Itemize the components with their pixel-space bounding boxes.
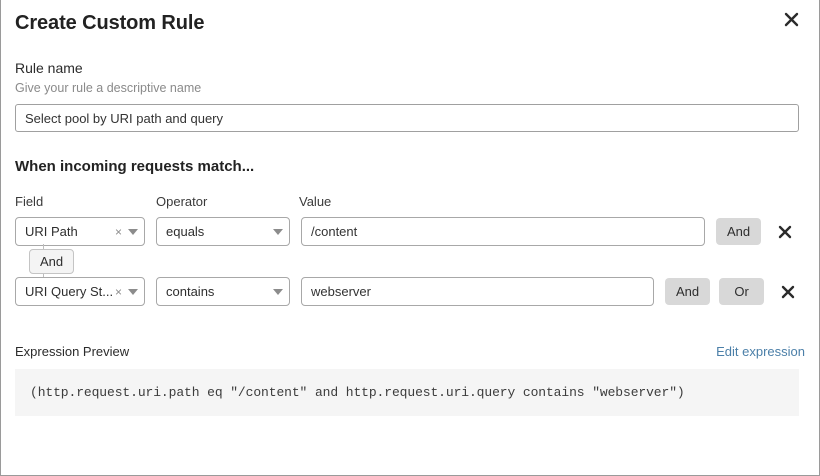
logic-connector: And bbox=[15, 244, 805, 279]
close-button[interactable] bbox=[778, 6, 804, 32]
and-button-1[interactable]: And bbox=[716, 218, 762, 245]
rule-name-label: Rule name bbox=[15, 60, 83, 76]
column-header-value: Value bbox=[299, 194, 332, 209]
expression-preview-section: Expression Preview Edit expression (http… bbox=[15, 343, 805, 416]
column-header-operator: Operator bbox=[156, 194, 208, 209]
operator-select-2[interactable]: contains bbox=[156, 277, 290, 306]
condition-rows: URI Path × equals And bbox=[15, 216, 805, 307]
condition-row: URI Query St... × contains And Or bbox=[15, 276, 805, 307]
field-select-1[interactable]: URI Path × bbox=[15, 217, 145, 246]
rule-name-section: Rule name Give your rule a descriptive n… bbox=[15, 59, 805, 132]
delete-condition-button-1[interactable] bbox=[774, 221, 796, 243]
match-section-heading: When incoming requests match... bbox=[15, 158, 255, 175]
value-input-2[interactable] bbox=[301, 277, 654, 306]
condition-row: URI Path × equals And bbox=[15, 216, 805, 247]
operator-select-2-value: contains bbox=[166, 284, 215, 299]
chevron-down-icon bbox=[128, 228, 138, 235]
dialog-header: Create Custom Rule bbox=[15, 0, 805, 45]
edit-expression-link[interactable]: Edit expression bbox=[716, 344, 805, 359]
delete-icon bbox=[778, 225, 792, 239]
and-button-2[interactable]: And bbox=[665, 278, 711, 305]
rule-name-input[interactable] bbox=[15, 104, 799, 132]
operator-select-1[interactable]: equals bbox=[156, 217, 290, 246]
or-button-2[interactable]: Or bbox=[719, 278, 765, 305]
expression-header: Expression Preview Edit expression bbox=[15, 343, 805, 360]
condition-column-headers: Field Operator Value bbox=[15, 192, 805, 210]
delete-condition-button-2[interactable] bbox=[777, 281, 799, 303]
match-conditions-section: When incoming requests match... Field Op… bbox=[15, 157, 805, 307]
field-select-1-clear-icon[interactable]: × bbox=[114, 224, 122, 239]
field-select-2[interactable]: URI Query St... × bbox=[15, 277, 145, 306]
chevron-down-icon bbox=[128, 288, 138, 295]
field-select-1-value: URI Path bbox=[25, 224, 78, 239]
delete-icon bbox=[781, 285, 795, 299]
expression-preview-box: (http.request.uri.path eq "/content" and… bbox=[15, 369, 799, 416]
rule-name-help-text: Give your rule a descriptive name bbox=[15, 81, 202, 95]
chevron-down-icon bbox=[273, 228, 283, 235]
field-select-2-value: URI Query St... bbox=[25, 284, 114, 299]
page-title: Create Custom Rule bbox=[15, 12, 205, 34]
connector-and-badge[interactable]: And bbox=[29, 249, 75, 274]
expression-preview-label: Expression Preview bbox=[15, 344, 130, 359]
operator-select-1-value: equals bbox=[166, 224, 205, 239]
chevron-down-icon bbox=[273, 288, 283, 295]
expression-preview-text: (http.request.uri.path eq "/content" and… bbox=[30, 385, 685, 400]
close-icon bbox=[784, 12, 799, 27]
field-select-2-clear-icon[interactable]: × bbox=[114, 284, 122, 299]
value-input-1[interactable] bbox=[301, 217, 705, 246]
column-header-field: Field bbox=[15, 194, 44, 209]
